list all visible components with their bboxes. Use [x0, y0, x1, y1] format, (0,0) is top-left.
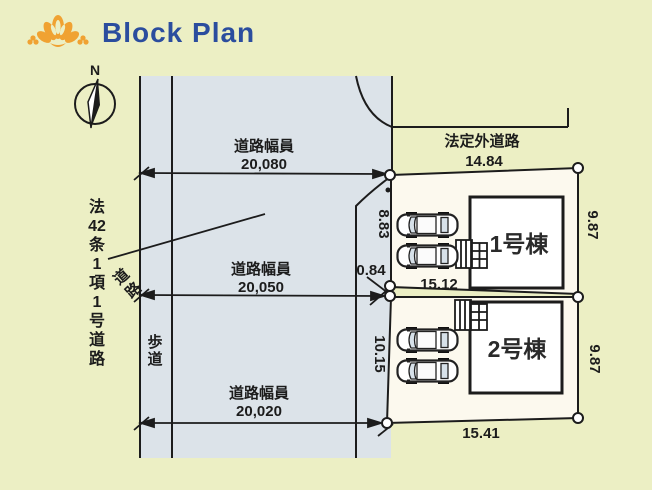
header: Block Plan — [26, 10, 255, 56]
car-icon — [396, 210, 459, 240]
svg-text:道: 道 — [89, 330, 105, 349]
svg-text:歩: 歩 — [147, 333, 162, 351]
svg-text:1: 1 — [93, 256, 102, 273]
dim-tick — [133, 288, 150, 303]
lot1-west-upper-dim: 8.83 — [375, 209, 392, 238]
compass-north-label: N — [90, 62, 100, 78]
lot-gap-dim: 0.84 — [356, 262, 386, 279]
lot2-south-dim: 15.41 — [462, 425, 500, 442]
dim-mid-width-value: 20,050 — [238, 279, 284, 296]
side-road-boundary — [392, 108, 569, 128]
sidewalk-east-line — [355, 176, 391, 458]
svg-text:条: 条 — [88, 235, 106, 254]
dim-bottom-width-caption: 道路幅員 — [229, 384, 289, 402]
car-icon — [396, 356, 459, 386]
boundary-marker — [572, 162, 584, 174]
compass-icon: N — [74, 62, 116, 129]
road-surface — [140, 76, 391, 458]
lot1-south-dim: 15.12 — [420, 276, 458, 293]
road-leader-line — [107, 213, 266, 260]
dim-line-top — [140, 172, 387, 175]
svg-text:路: 路 — [89, 349, 106, 368]
boundary-marker — [384, 169, 396, 181]
dim-tick — [133, 416, 150, 431]
svg-text:法: 法 — [89, 197, 105, 216]
boundary-point-dot — [385, 187, 391, 193]
svg-text:項: 項 — [89, 274, 106, 292]
side-road-length: 14.84 — [465, 153, 503, 170]
boundary-marker — [384, 290, 396, 302]
dim-tick — [369, 290, 387, 306]
corner-curb-curve — [355, 75, 393, 128]
svg-text:1: 1 — [93, 294, 102, 311]
entrance-steps-icon — [454, 299, 488, 331]
dim-mid-width-caption: 道路幅員 — [231, 260, 291, 278]
lot2-east-dim: 9.87 — [586, 344, 603, 373]
svg-text:号: 号 — [89, 312, 105, 330]
gap-leader-line — [366, 276, 389, 294]
lot2-west-dim: 10.15 — [371, 335, 388, 373]
svg-text:42: 42 — [88, 218, 106, 235]
arrowhead — [137, 167, 155, 179]
dim-top-width-value: 20,080 — [241, 156, 287, 173]
page-title: Block Plan — [102, 17, 256, 48]
building-2-label: 2号棟 — [488, 336, 548, 362]
sidewalk-label: 歩 道 — [147, 333, 162, 368]
dim-top-width-caption: 道路幅員 — [234, 137, 294, 155]
boundary-markers — [381, 162, 584, 429]
boundary-marker — [384, 280, 396, 292]
building-1-label: 1号棟 — [490, 231, 550, 257]
dim-tick — [133, 166, 150, 181]
car-icon — [396, 241, 459, 271]
lot1-east-dim: 9.87 — [584, 210, 601, 239]
entrance-steps-icon — [455, 239, 488, 269]
dim-bottom-width-value: 20,020 — [236, 403, 282, 420]
boundary-marker — [572, 412, 584, 424]
svg-text:道: 道 — [147, 350, 162, 368]
legal-road-label: 法 42 条 1 項 1 号 道 路 — [88, 197, 106, 368]
dim-line-mid — [140, 294, 385, 297]
arrowhead — [137, 417, 155, 429]
side-road-label: 法定外道路 — [444, 132, 520, 150]
boundary-marker — [572, 291, 584, 303]
arrowhead — [372, 168, 390, 180]
car-icon — [396, 325, 459, 355]
boundary-marker — [381, 417, 393, 429]
arrowhead — [367, 417, 385, 429]
arrowhead — [137, 289, 155, 301]
lotus-logo-icon — [27, 15, 89, 47]
